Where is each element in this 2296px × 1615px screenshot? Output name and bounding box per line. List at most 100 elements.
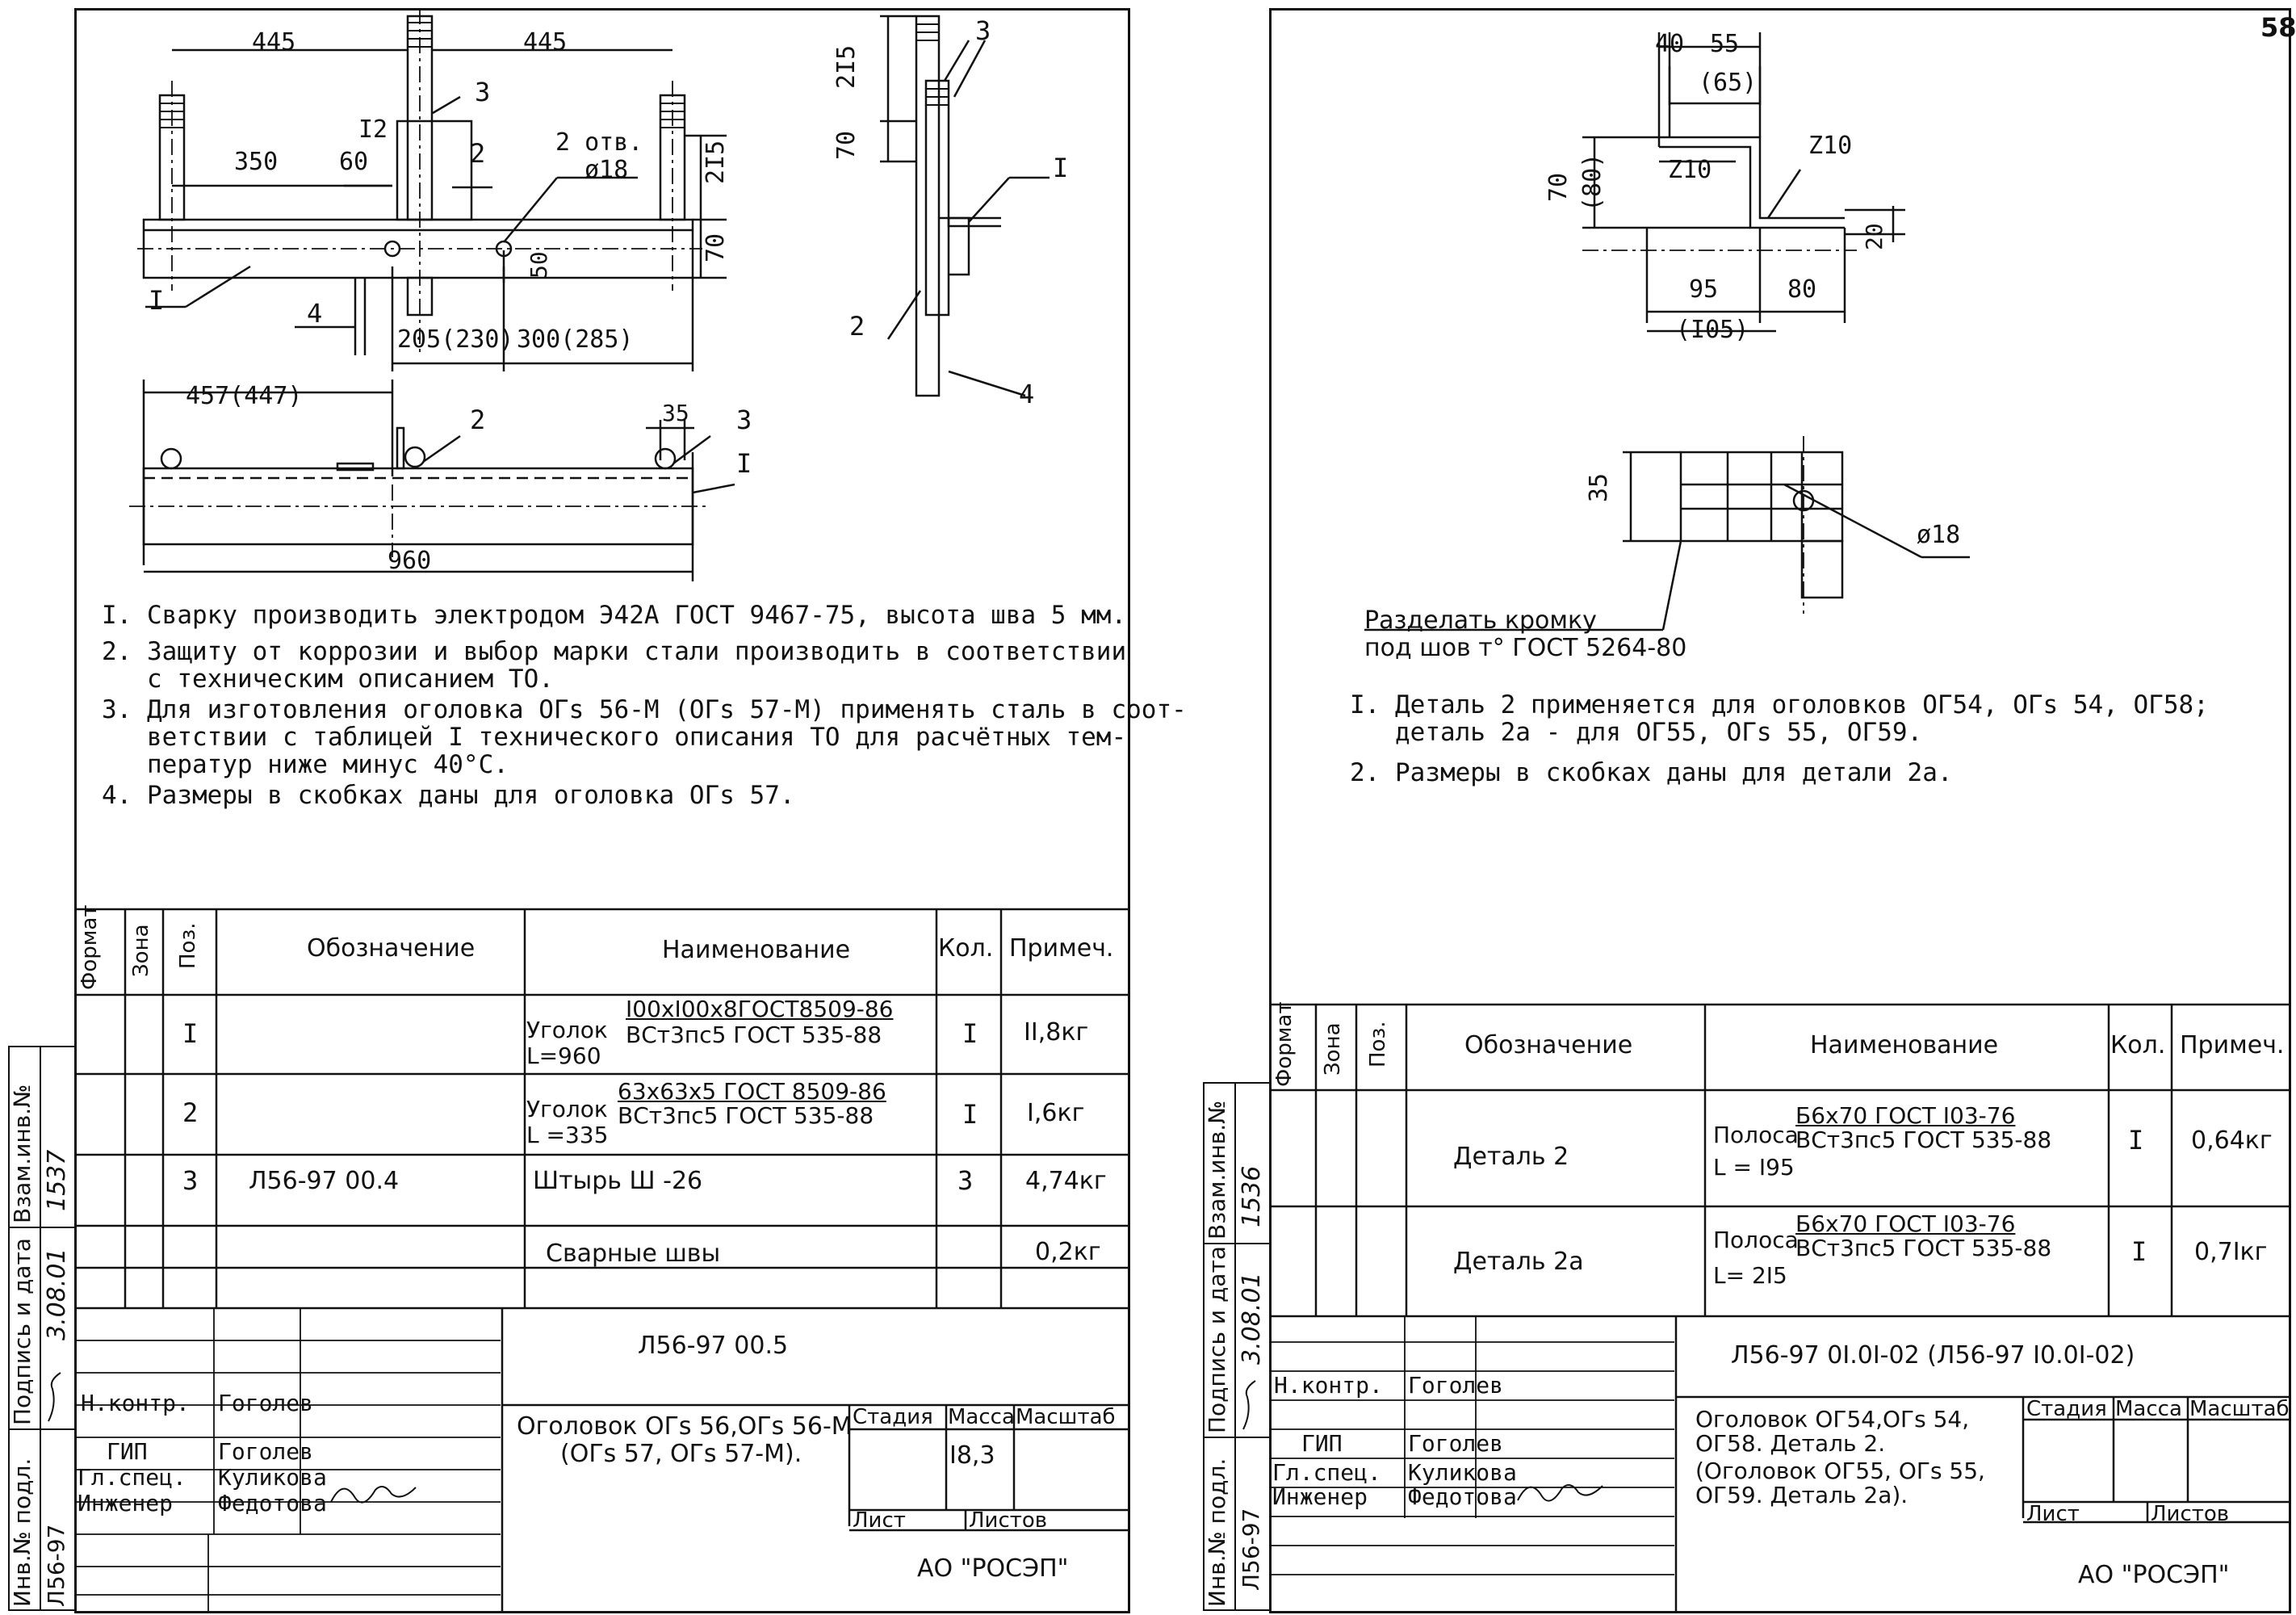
right-row1-name-len: L = I95 [1713, 1154, 1795, 1181]
left-row2-name-top: 63x63x5 ГОСТ 8509-86 [618, 1078, 886, 1105]
left-role-engineer: Инженер [78, 1490, 174, 1516]
left-row4-note: 0,2кг [1035, 1238, 1101, 1266]
left-hdr-note: Примеч. [1009, 934, 1114, 963]
right-row1-note: 0,64кг [2191, 1126, 2273, 1155]
right-row2-name-top: Б6x70 ГОСТ I03-76 [1795, 1210, 2016, 1237]
dim-12: I2 [358, 115, 388, 144]
side-callout-2: 2 [849, 311, 865, 342]
holes-diameter: ø18 [584, 156, 629, 184]
holes-label: 2 отв. [555, 128, 643, 157]
weld-z10-left: Z10 [1668, 156, 1712, 184]
edge-prep-note-1: Разделать кромку [1364, 606, 1597, 635]
right-hdr-designation: Обозначение [1464, 1031, 1633, 1059]
right-row1-name-bottom: ВСт3пс5 ГОСТ 535-88 [1795, 1126, 2052, 1153]
right-row2-name-bottom: ВСт3пс5 ГОСТ 535-88 [1795, 1235, 2052, 1261]
right-item-name-3: (Оголовок ОГ55, ОГs 55, [1695, 1458, 1985, 1484]
callout-2: 2 [470, 138, 486, 169]
dim-95: 95 [1689, 275, 1719, 304]
left-person-glspec: Куликова [218, 1464, 327, 1491]
right-hdr-qty: Кол. [2110, 1031, 2166, 1059]
side-callout-3: 3 [975, 15, 991, 46]
left-row1-name-main: Уголок [526, 1017, 608, 1043]
left-row3-qty: 3 [957, 1165, 974, 1196]
left-row1-name-bottom: ВСт3пс5 ГОСТ 535-88 [626, 1021, 882, 1048]
left-row3-note: 4,74кг [1025, 1167, 1107, 1195]
left-role-glspec: Гл.спец. [78, 1464, 186, 1491]
dim-65: (65) [1699, 69, 1758, 97]
left-row2-pos: 2 [182, 1097, 199, 1128]
left-sheet-label: Лист [853, 1508, 906, 1533]
right-item-name-1: Оголовок ОГ54,ОГs 54, [1695, 1406, 1970, 1433]
left-note-1: I. Сварку производить электродом Э42А ГО… [102, 601, 1127, 630]
dim-diameter-18: ø18 [1917, 521, 1961, 549]
left-item-name: Оголовок ОГs 56,ОГs 56-М [517, 1412, 853, 1441]
right-item-name-4: ОГ59. Деталь 2а). [1695, 1482, 1908, 1508]
dim-960: 960 [388, 547, 432, 575]
left-row4-name-main: Сварные швы [546, 1240, 721, 1268]
right-row2-name-main: Полоса [1713, 1227, 1799, 1253]
right-stage-label: Стадия [2026, 1397, 2107, 1421]
left-row3-name-main: Штырь Ш -26 [533, 1167, 703, 1195]
dim-445-right: 445 [523, 28, 568, 57]
left-person-engineer: Федотова [218, 1490, 327, 1516]
left-stage-label: Стадия [853, 1405, 933, 1429]
left-note-2: 2. Защиту от коррозии и выбор марки стал… [102, 637, 1127, 694]
dim-457: 457(447) [186, 382, 303, 410]
right-hdr-name: Наименование [1810, 1031, 1999, 1059]
weld-z10-right: Z10 [1808, 132, 1853, 160]
left-row1-name-top: I00xI00x8ГОСТ8509-86 [626, 996, 894, 1022]
left-row1-qty: I [962, 1018, 978, 1049]
dim-35: 35 [662, 400, 689, 426]
right-item-name-2: ОГ58. Деталь 2. [1695, 1430, 1886, 1457]
plan-callout-2: 2 [470, 405, 486, 435]
left-doc-code: Л56-97 00.5 [638, 1332, 789, 1360]
right-note-2: 2. Размеры в скобках даны для детали 2а. [1350, 758, 1953, 787]
left-person-gip: Гоголев [218, 1438, 314, 1465]
dim-55: 55 [1710, 30, 1740, 58]
callout-3: 3 [475, 77, 491, 107]
left-row2-name-bottom: ВСт3пс5 ГОСТ 535-88 [618, 1102, 874, 1129]
left-row2-qty: I [962, 1099, 978, 1130]
left-hdr-qty: Кол. [938, 934, 994, 963]
dim-350: 350 [234, 148, 279, 176]
right-hdr-note: Примеч. [2180, 1031, 2285, 1059]
right-row2-qty: I [2131, 1236, 2147, 1267]
edge-prep-note-2: под шов т° ГОСТ 5264-80 [1364, 634, 1687, 662]
left-sheets-label: Листов [969, 1508, 1048, 1533]
right-row2-name-len: L= 2I5 [1713, 1262, 1787, 1289]
plan-callout-1: I [736, 448, 752, 479]
left-mass-label: Масса [948, 1405, 1015, 1429]
left-scale-label: Масштаб [1016, 1405, 1116, 1429]
left-note-4: 4. Размеры в скобках даны для оголовка О… [102, 781, 795, 810]
left-hdr-name: Наименование [662, 936, 851, 964]
right-role-gip: ГИП [1301, 1430, 1343, 1457]
right-person-nkontr: Гоголев [1408, 1372, 1504, 1399]
right-org: АО "РОСЭП" [2078, 1561, 2230, 1589]
dim-445-left: 445 [252, 28, 296, 57]
right-sheet [1269, 8, 2291, 1613]
right-row1-name-top: Б6x70 ГОСТ I03-76 [1795, 1102, 2016, 1129]
right-sheet-label: Лист [2026, 1502, 2080, 1526]
right-row1-name-main: Полоса [1713, 1122, 1799, 1148]
plan-callout-3: 3 [736, 405, 752, 435]
left-row2-name-len: L =335 [526, 1122, 609, 1148]
page-number: 58 [2260, 12, 2296, 43]
right-row2-designation: Деталь 2а [1453, 1248, 1584, 1276]
right-doc-code: Л56-97 0I.0I-02 (Л56-97 I0.0I-02) [1731, 1341, 2135, 1370]
left-org: АО "РОСЭП" [917, 1554, 1069, 1583]
dim-105: (I05) [1676, 316, 1749, 344]
dim-40: 40 [1655, 30, 1685, 58]
left-item-name-2: (ОГs 57, ОГs 57-М). [560, 1440, 802, 1468]
right-row1-designation: Деталь 2 [1453, 1143, 1569, 1171]
left-row1-name-len: L=960 [526, 1042, 601, 1069]
right-role-glspec: Гл.спец. [1272, 1459, 1381, 1486]
dim-80: 80 [1787, 275, 1817, 304]
left-row1-note: II,8кг [1024, 1018, 1089, 1047]
dim-205: 205(230) [397, 325, 514, 354]
